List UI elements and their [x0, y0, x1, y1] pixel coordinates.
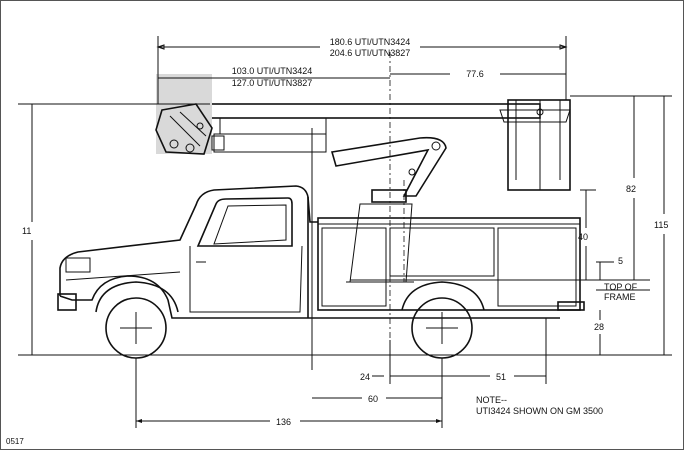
top-of-frame-label-2: FRAME: [604, 292, 636, 302]
frame-gap-label: 5: [618, 256, 623, 266]
rear-overhang-label: 51: [496, 372, 506, 382]
note-heading: NOTE--: [476, 395, 507, 405]
platform-height-label: 82: [626, 184, 636, 194]
boom-reach-label-b: 127.0 UTI/UTN3827: [232, 78, 313, 88]
frame-height-label: 28: [594, 322, 604, 332]
front-wheel: [95, 281, 179, 359]
wheelbase-label: 136: [276, 417, 291, 427]
truck-outline: [57, 185, 585, 319]
overall-height-label: 115: [654, 220, 668, 230]
rear-wheel: [401, 281, 485, 359]
left-height-label: 11: [22, 226, 31, 236]
pedestal-height-label: 40: [578, 232, 588, 242]
aerial-boom: [155, 74, 571, 370]
bucket-offset-label: 77.6: [466, 69, 484, 79]
note-text: UTI3424 SHOWN ON GM 3500: [476, 406, 603, 416]
overall-length-label-a: 180.6 UTI/UTN3424: [330, 37, 411, 47]
rear-axle-offset-label: 24: [360, 372, 370, 382]
boom-reach-label-a: 103.0 UTI/UTN3424: [232, 66, 313, 76]
overall-length-label-b: 204.6 UTI/UTN3827: [330, 48, 411, 58]
top-of-frame-label-1: TOP OF: [604, 282, 638, 292]
cab-to-axle-label: 60: [368, 394, 378, 404]
drawing-number: 0517: [6, 437, 24, 446]
